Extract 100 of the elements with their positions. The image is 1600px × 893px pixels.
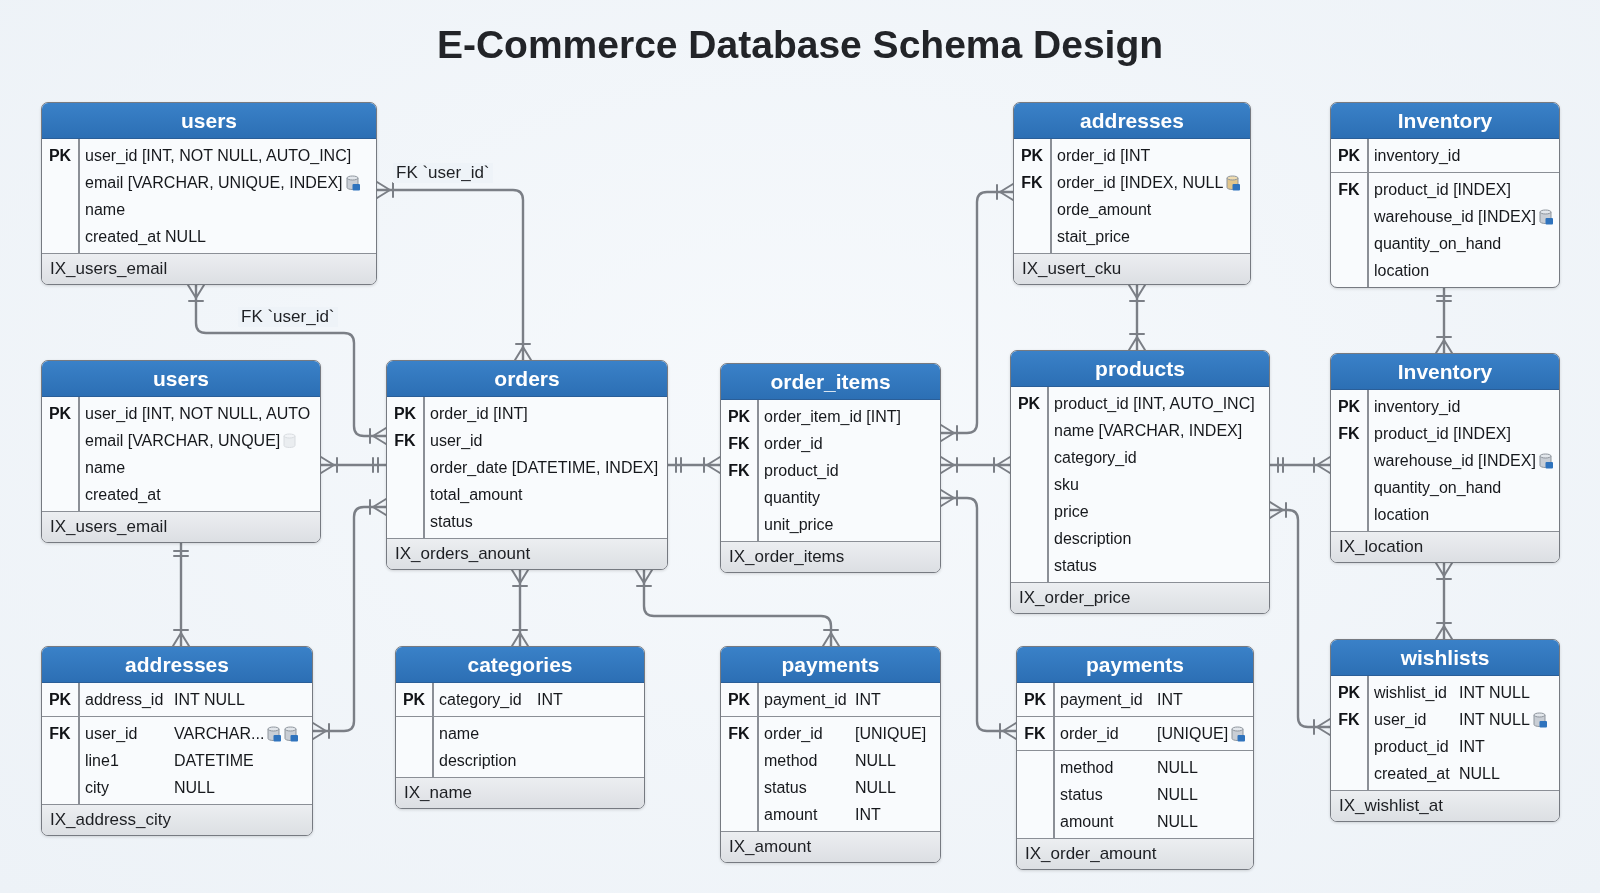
entity-table xyxy=(395,646,645,809)
field-name: location xyxy=(1374,505,1430,524)
entity-table xyxy=(1010,350,1270,614)
relationship-line xyxy=(312,498,387,740)
relationship-line xyxy=(511,569,529,647)
field-type: INT NULL xyxy=(1459,683,1530,702)
field-type: NULL xyxy=(855,751,896,770)
key-label: FK xyxy=(1024,724,1046,743)
index-name: IX_users_email xyxy=(42,253,376,284)
field-type: NULL xyxy=(855,778,896,797)
entity-table xyxy=(386,360,668,570)
key-label: PK xyxy=(1337,146,1361,165)
field-name: description xyxy=(439,751,517,770)
entity-table xyxy=(41,360,321,543)
field-name: name xyxy=(85,458,126,477)
field-name: name xyxy=(439,724,480,743)
field-name: product_id xyxy=(1374,737,1449,756)
table-title: orders xyxy=(387,361,667,397)
key-label: FK xyxy=(728,434,750,453)
diagram-title: E-Commerce Database Schema Design xyxy=(436,22,1164,68)
field-name: location xyxy=(1374,261,1430,280)
key-label: PK xyxy=(402,690,426,709)
field-name: unit_price xyxy=(764,515,834,534)
key-label: PK xyxy=(1337,397,1361,416)
field-name: quantity_on_hand xyxy=(1374,478,1502,497)
field-name: created_at xyxy=(85,485,161,504)
key-label: FK xyxy=(394,431,416,450)
relationship-line xyxy=(1269,501,1331,736)
relationship-line xyxy=(1435,287,1453,354)
table-title: payments xyxy=(1017,647,1253,683)
relationship-line xyxy=(1435,562,1453,640)
key-label: PK xyxy=(727,407,751,426)
key-label: PK xyxy=(1023,690,1047,709)
field-type: [UNIQUE] xyxy=(1157,724,1229,743)
field-name: email [VARCHAR, UNQUE] xyxy=(85,431,281,450)
field-name: amount xyxy=(764,805,818,824)
field-name: category_id xyxy=(1054,448,1137,467)
key-label: FK xyxy=(1338,710,1360,729)
key-label: PK xyxy=(48,146,72,165)
field-name: sku xyxy=(1054,475,1079,494)
field-name: name xyxy=(85,200,126,219)
edge-label: FK `user_id` xyxy=(238,307,338,327)
table-title: order_items xyxy=(721,364,940,400)
field-type: INT xyxy=(855,805,881,824)
index-name: IX_orders_anount xyxy=(387,538,667,569)
field-name: stait_price xyxy=(1057,227,1130,246)
field-name: description xyxy=(1054,529,1132,548)
key-label: PK xyxy=(48,690,72,709)
key-label: FK xyxy=(1338,180,1360,199)
table-title: wishlists xyxy=(1331,640,1559,676)
relationship-line xyxy=(635,569,840,647)
field-name: payment_id xyxy=(764,690,847,709)
key-label: PK xyxy=(48,404,72,423)
field-type: INT NULL xyxy=(1459,710,1530,729)
relationship-line xyxy=(320,456,387,474)
field-type: [UNIQUE] xyxy=(855,724,927,743)
relationship-line xyxy=(1269,456,1331,474)
index-name: IX_address_city xyxy=(42,804,312,835)
table-title: addresses xyxy=(42,647,312,683)
field-name: user_id [INT, NOT NULL, AUTO xyxy=(85,404,311,423)
field-type: INT xyxy=(1459,737,1485,756)
key-label: FK xyxy=(1338,424,1360,443)
field-name: warehouse_id [INDEX] xyxy=(1374,207,1536,226)
field-name: status xyxy=(764,778,807,797)
field-name: user_id [INT, NOT NULL, AUTO_INC] xyxy=(85,146,352,165)
table-title: users xyxy=(42,103,376,139)
field-name: order_id [INT xyxy=(1057,146,1151,165)
field-type: INT NULL xyxy=(174,690,245,709)
index-name: IX_users_email xyxy=(42,511,320,542)
entity-table xyxy=(1330,353,1560,563)
field-name: order_date [DATETIME, INDEX] xyxy=(430,458,659,477)
field-type: NULL xyxy=(1157,785,1198,804)
entity-table xyxy=(41,646,313,836)
entity-table xyxy=(720,363,941,573)
table-title: Inventory xyxy=(1331,103,1559,139)
edge-label: FK `user_id` xyxy=(393,163,493,183)
field-name: wishlist_id xyxy=(1374,683,1447,702)
relationship-line xyxy=(940,489,1017,740)
key-label: PK xyxy=(1020,146,1044,165)
field-name: created_at NULL xyxy=(85,227,206,246)
field-name: category_id xyxy=(439,690,522,709)
relationship-line xyxy=(187,284,387,445)
table-title: payments xyxy=(721,647,940,683)
field-name: user_id xyxy=(1374,710,1427,729)
field-name: user_id xyxy=(85,724,138,743)
table-title: Inventory xyxy=(1331,354,1559,390)
key-label: PK xyxy=(1337,683,1361,702)
field-name: warehouse_id [INDEX] xyxy=(1374,451,1536,470)
field-name: order_id xyxy=(764,724,823,743)
table-title: categories xyxy=(396,647,644,683)
key-label: PK xyxy=(393,404,417,423)
field-name: product_id xyxy=(764,461,839,480)
field-name: price xyxy=(1054,502,1089,521)
field-name: amount xyxy=(1060,812,1114,831)
field-name: created_at xyxy=(1374,764,1450,783)
field-name: order_id [INDEX, NULL xyxy=(1057,173,1224,192)
index-name: IX_wishlist_at xyxy=(1331,790,1559,821)
field-name: order_id xyxy=(764,434,823,453)
field-name: order_item_id [INT] xyxy=(764,407,901,426)
field-name: method xyxy=(1060,758,1114,777)
